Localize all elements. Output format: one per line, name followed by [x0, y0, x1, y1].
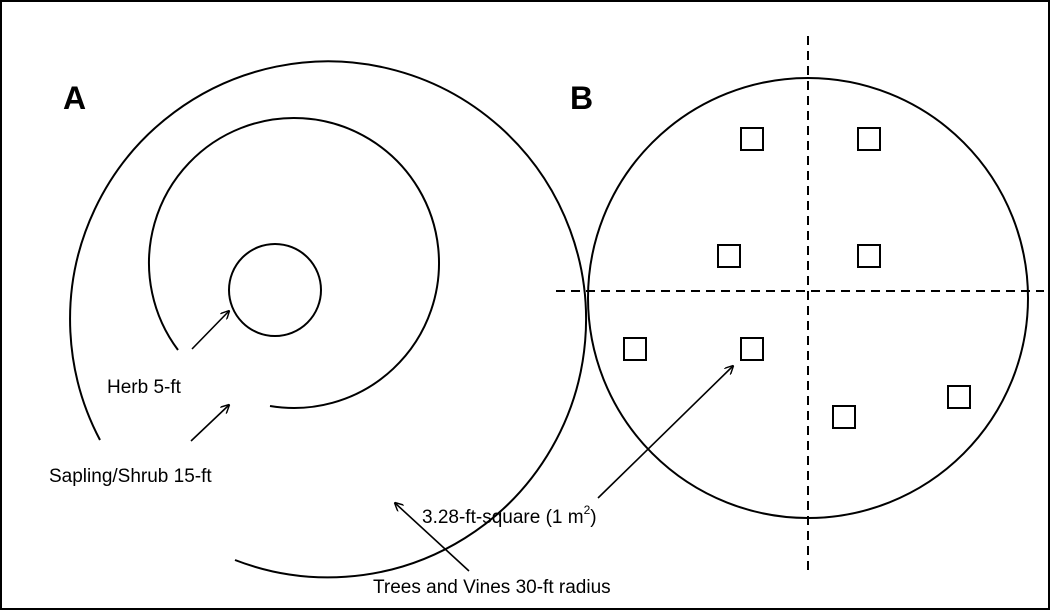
quadrat — [857, 244, 881, 268]
quadrat — [717, 244, 741, 268]
quadrat — [857, 127, 881, 151]
quadrat — [623, 337, 647, 361]
herb-arrow — [191, 311, 229, 350]
panel-b-letter: B — [570, 80, 593, 116]
panel-a: A Herb 5-ft Sapling/Shrub 15-ft Trees an… — [49, 60, 611, 598]
quadrat-size-label-close: ) — [590, 507, 596, 528]
trees-vines-label: Trees and Vines 30-ft radius — [373, 577, 611, 598]
quadrat — [832, 405, 856, 429]
quadrat — [740, 127, 764, 151]
herb-label: Herb 5-ft — [107, 377, 182, 398]
quadrat-size-label: 3.28-ft-square (1 m2) — [422, 503, 597, 528]
quadrat — [740, 337, 764, 361]
quadrat — [947, 385, 971, 409]
sapling-shrub-label: Sapling/Shrub 15-ft — [49, 466, 212, 487]
panel-a-letter: A — [63, 80, 86, 116]
sapling-shrub-plot-circle — [148, 117, 440, 409]
trees-vines-plot-circle — [69, 60, 588, 579]
herb-plot-circle — [228, 243, 322, 337]
sapling-arrow — [190, 405, 229, 442]
quadrat-size-label-exponent: 2 — [584, 503, 591, 517]
quadrat-arrow — [597, 366, 733, 499]
panel-b: B 3.28-ft-square (1 m2) — [422, 36, 1044, 576]
quadrat-size-label-main: 3.28-ft-square (1 m — [422, 507, 584, 528]
trees-arrow — [395, 503, 470, 572]
